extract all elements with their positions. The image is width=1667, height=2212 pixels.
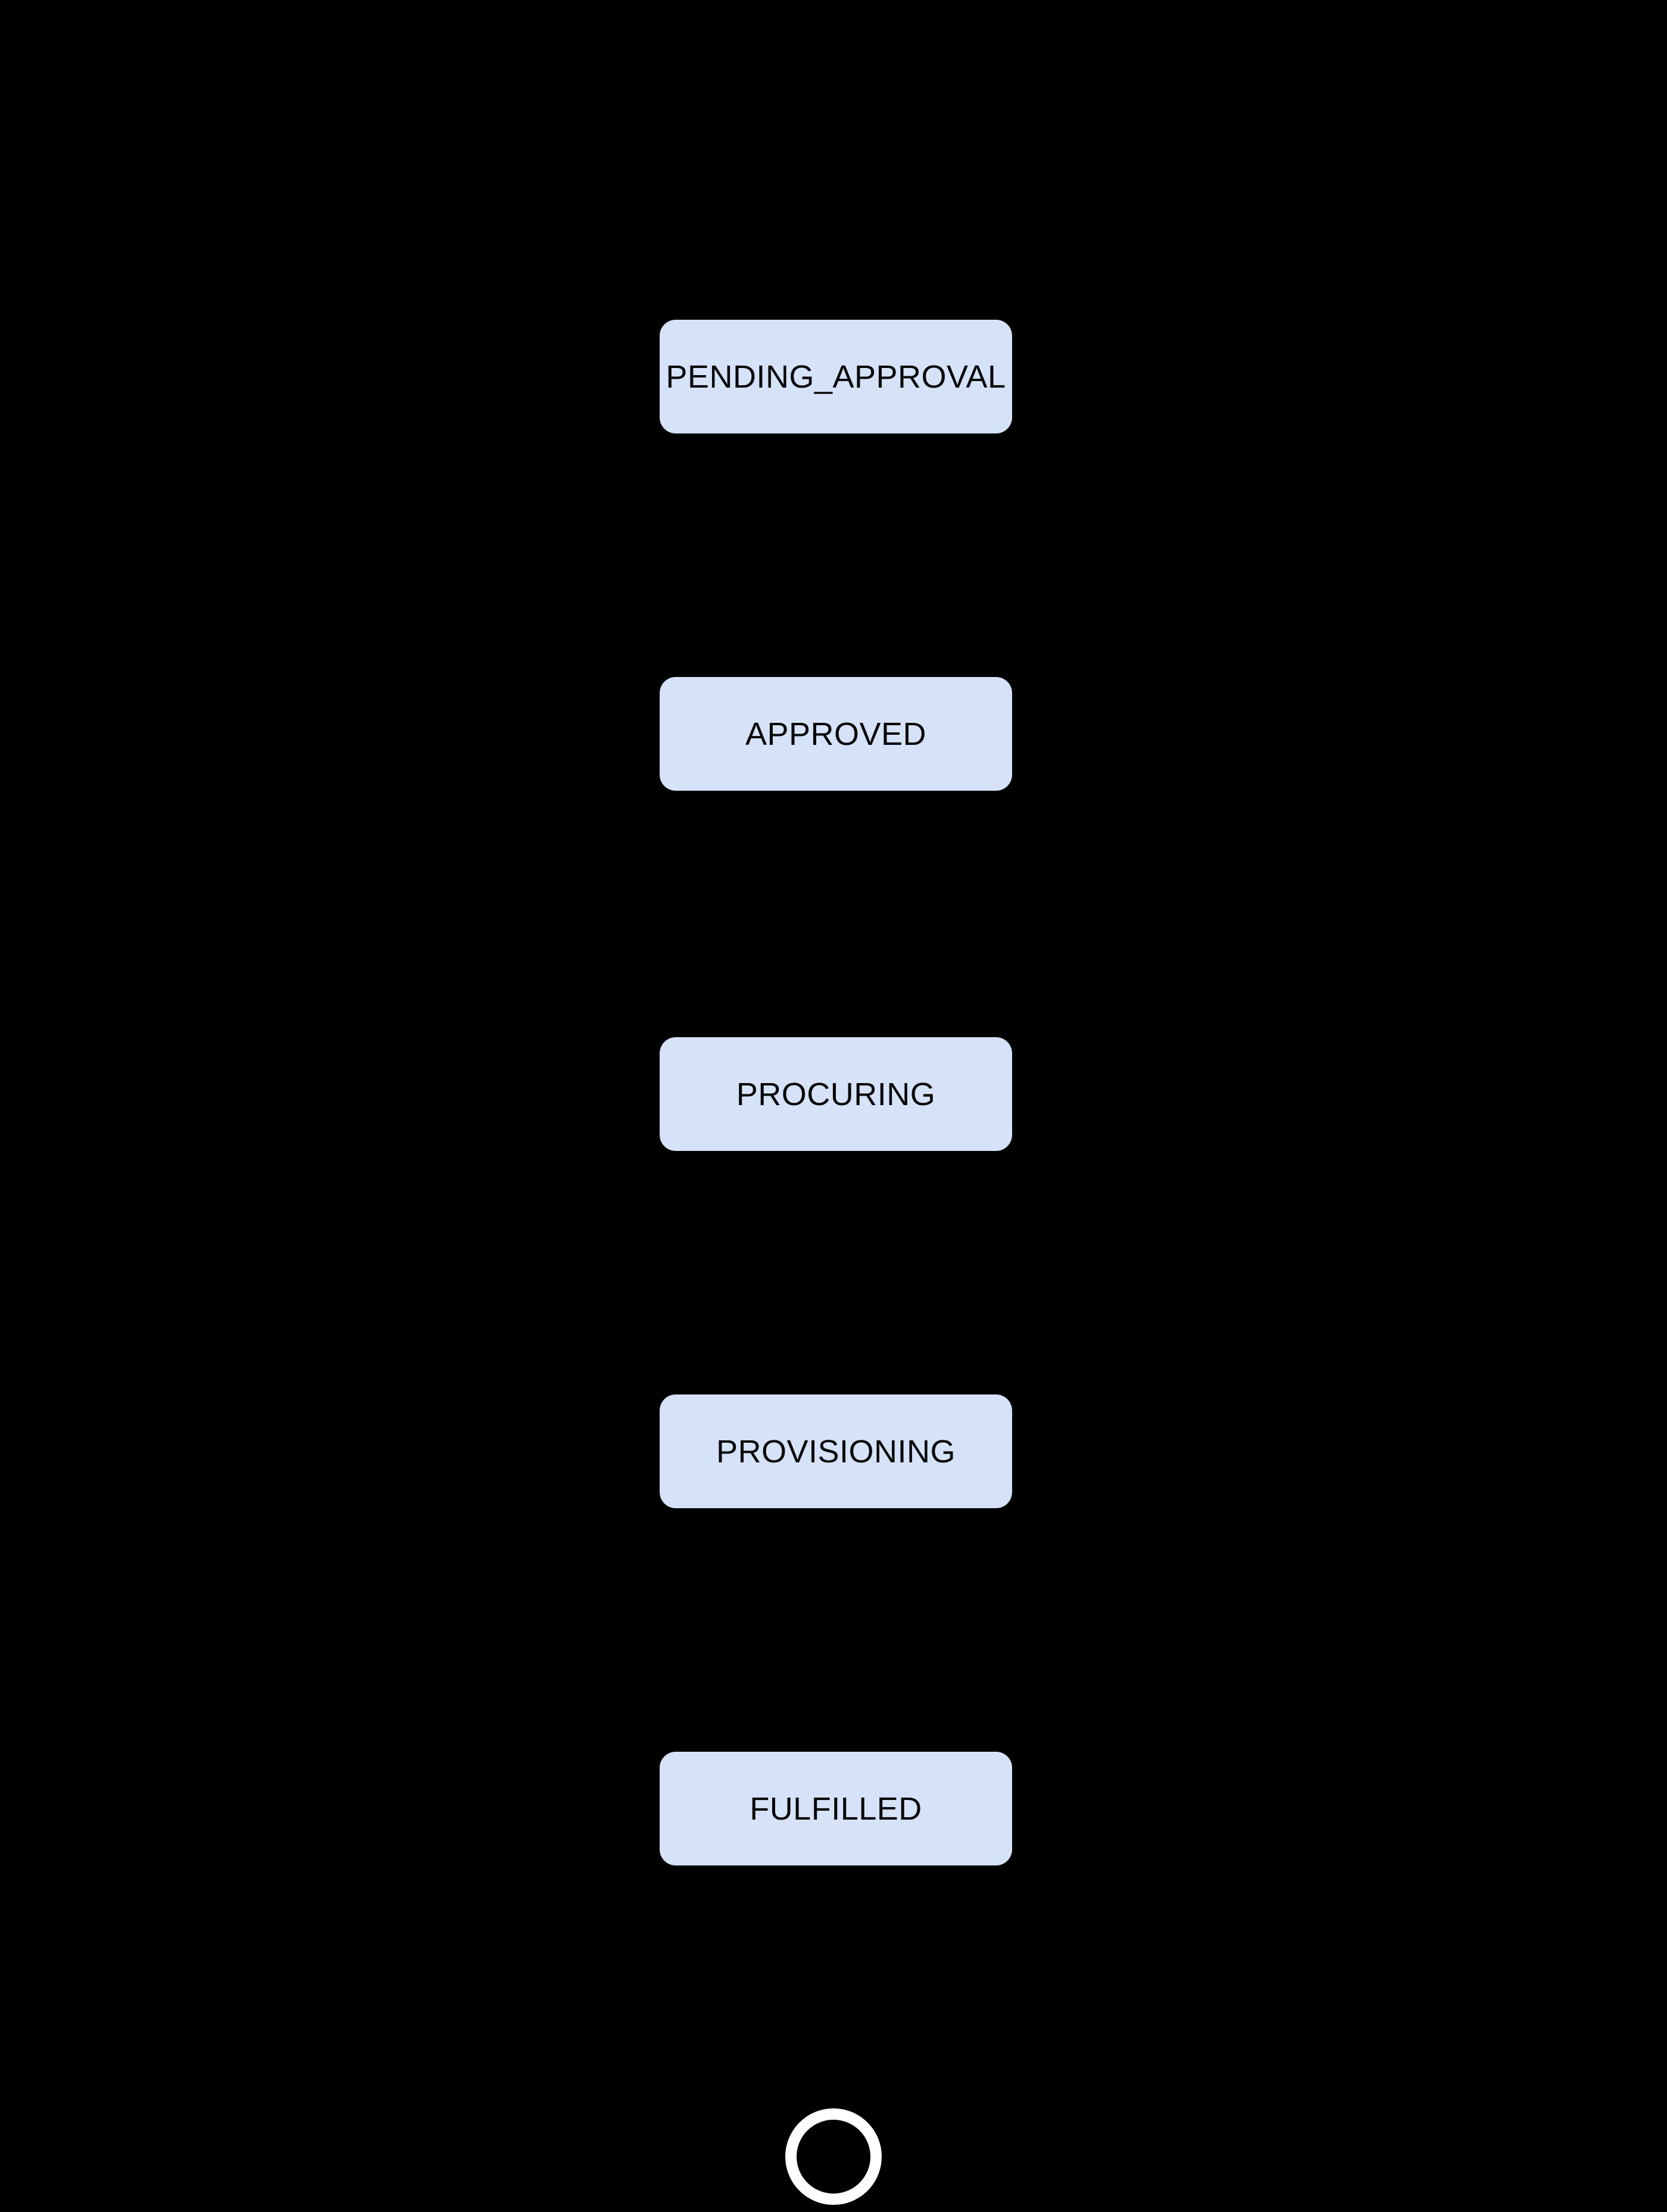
state-node-label: APPROVED <box>745 716 927 752</box>
state-node-approved: APPROVED <box>660 677 1012 791</box>
state-node-pending-approval: PENDING_APPROVAL <box>660 320 1012 433</box>
state-node-procuring: PROCURING <box>660 1037 1012 1151</box>
state-node-provisioning: PROVISIONING <box>660 1394 1012 1508</box>
state-node-label: FULFILLED <box>750 1790 922 1827</box>
state-node-label: PROVISIONING <box>716 1433 956 1470</box>
state-node-label: PENDING_APPROVAL <box>666 358 1006 395</box>
end-state-circle-icon <box>785 2108 882 2205</box>
state-node-label: PROCURING <box>736 1076 936 1112</box>
state-node-fulfilled: FULFILLED <box>660 1752 1012 1865</box>
